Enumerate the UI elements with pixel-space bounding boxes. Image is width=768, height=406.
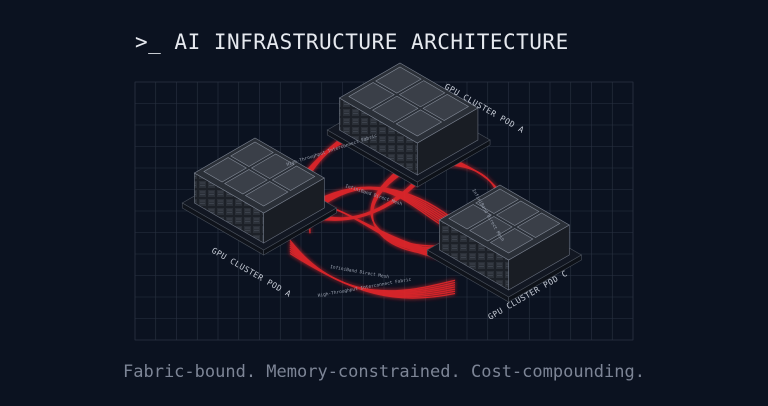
gpu-module [271,165,316,191]
gpu-module [398,80,446,108]
gpu-module [448,204,492,230]
gpu-module [495,200,540,226]
gpu-module [244,181,289,207]
gpu-module [348,82,395,110]
pod-platform-edge [263,207,337,256]
gpu-pod-c [426,184,583,303]
gpu-module [375,66,422,94]
gpu-module [489,228,534,254]
link-label-5: InfiniBand Direct Mesh [330,264,390,280]
gpu-module [475,188,519,214]
gpu-module [516,212,561,238]
page-title: >_ AI INFRASTRUCTURE ARCHITECTURE [135,30,569,54]
interconnect-cable [289,252,456,299]
gpu-module [230,141,274,167]
gpu-module [469,216,513,242]
pod-platform-edge [508,254,582,303]
gpu-module [395,109,443,137]
gpu-module [224,169,268,195]
gpu-module [250,153,295,179]
gpu-pod-a-top [326,62,491,188]
gpu-pod-a-left [181,137,338,256]
gpu-module [422,93,470,121]
pod-platform-edge [417,139,491,188]
gpu-module [203,157,247,183]
tagline: Fabric-bound. Memory-constrained. Cost-c… [123,362,645,382]
gpu-module [371,95,419,123]
